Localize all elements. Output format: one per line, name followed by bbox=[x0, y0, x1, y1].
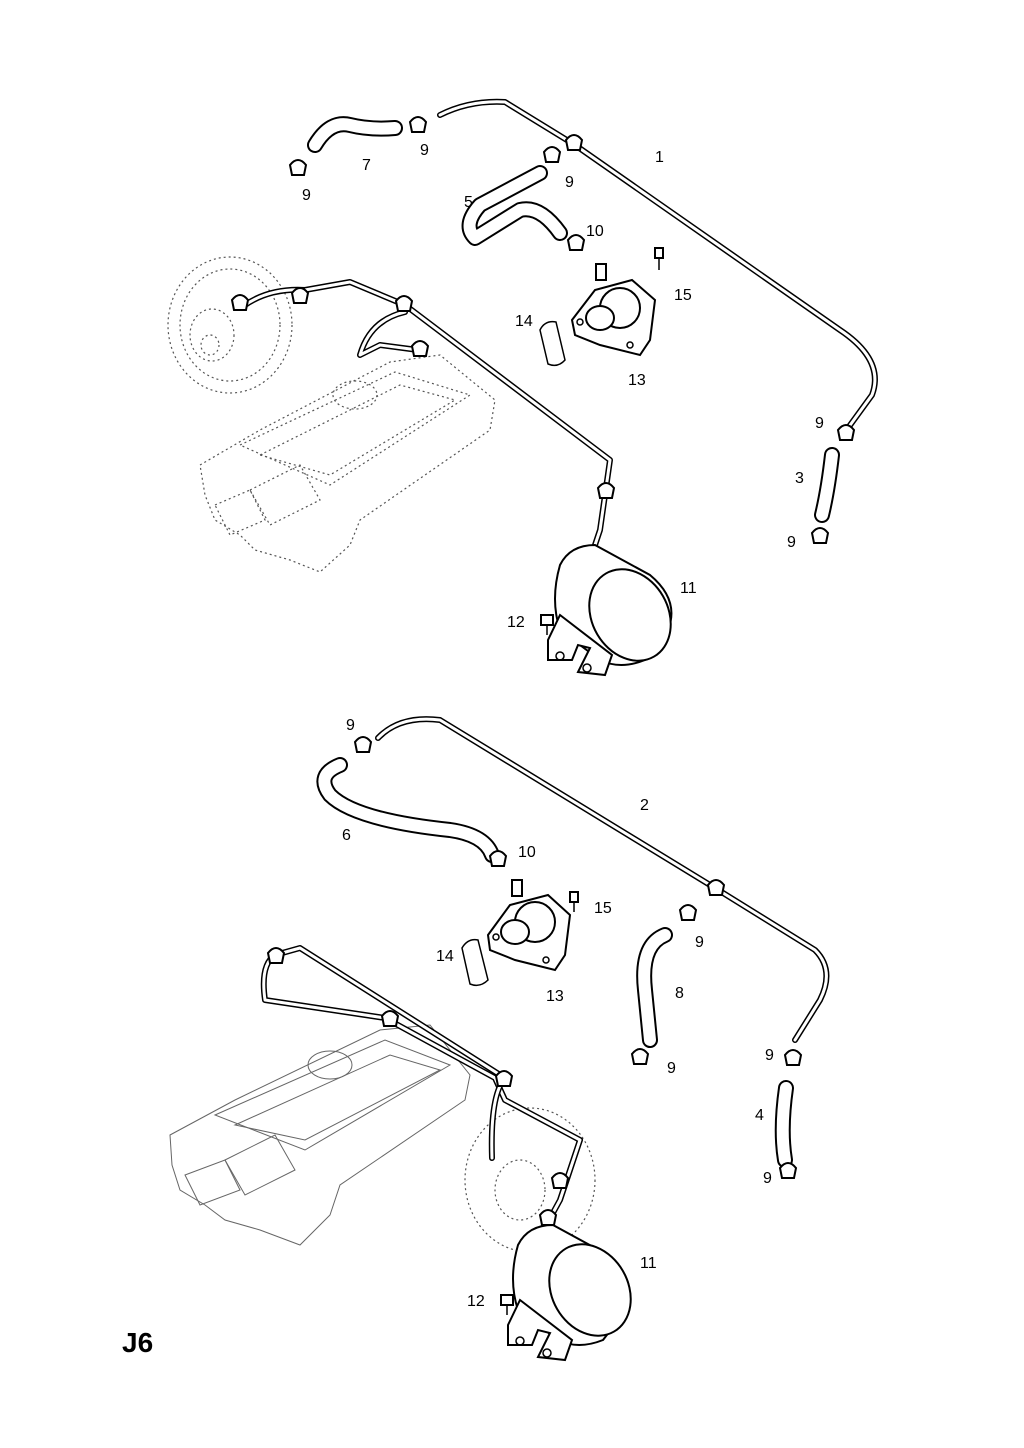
callout-10: 10 bbox=[518, 844, 536, 861]
vacuum-pump-upper bbox=[539, 247, 664, 367]
callout-15: 15 bbox=[594, 900, 612, 917]
callout-9-d: 9 bbox=[815, 415, 824, 432]
callout-5: 5 bbox=[464, 194, 473, 211]
callout-9-d: 9 bbox=[765, 1047, 774, 1064]
callouts-upper: 1 3 5 7 9 9 9 9 9 10 11 12 13 14 15 bbox=[302, 142, 824, 631]
callout-9-b: 9 bbox=[695, 934, 704, 951]
vacuum-pump-lower bbox=[461, 879, 579, 987]
callout-15: 15 bbox=[674, 287, 692, 304]
clips-upper bbox=[230, 116, 856, 544]
brake-servo-lower bbox=[464, 1107, 596, 1253]
engine-block-upper bbox=[199, 354, 496, 573]
callout-9-c: 9 bbox=[667, 1060, 676, 1077]
vacuum-tank-upper bbox=[540, 543, 673, 677]
callout-11: 11 bbox=[680, 580, 697, 597]
callouts-lower: 2 4 6 8 9 9 9 9 9 10 11 12 13 14 15 bbox=[342, 717, 774, 1310]
callout-2: 2 bbox=[640, 797, 649, 814]
callout-6: 6 bbox=[342, 827, 351, 844]
callout-13: 13 bbox=[628, 372, 646, 389]
callout-3: 3 bbox=[795, 470, 804, 487]
callout-12: 12 bbox=[467, 1293, 485, 1310]
callout-8: 8 bbox=[675, 985, 684, 1002]
lower-view: 2 4 6 8 9 9 9 9 9 10 11 12 13 14 15 bbox=[169, 716, 830, 1362]
upper-view: 1 3 5 7 9 9 9 9 9 10 11 12 13 14 15 bbox=[167, 98, 878, 677]
callout-11: 11 bbox=[640, 1255, 657, 1272]
callout-9-e: 9 bbox=[787, 534, 796, 551]
callout-9-a: 9 bbox=[302, 187, 311, 204]
callout-10: 10 bbox=[586, 223, 604, 240]
callout-9-b: 9 bbox=[420, 142, 429, 159]
brake-servo-upper bbox=[167, 256, 293, 394]
callout-7: 7 bbox=[362, 157, 371, 174]
callout-12: 12 bbox=[507, 614, 525, 631]
callout-14: 14 bbox=[515, 313, 533, 330]
callout-1: 1 bbox=[655, 149, 664, 166]
engine-block-lower bbox=[169, 1024, 471, 1246]
clips-lower bbox=[266, 736, 803, 1226]
callout-13: 13 bbox=[546, 988, 564, 1005]
callout-9-c: 9 bbox=[565, 174, 574, 191]
callout-9-a: 9 bbox=[346, 717, 355, 734]
page-code: J6 bbox=[122, 1327, 153, 1358]
vacuum-tank-lower bbox=[500, 1223, 632, 1362]
callout-9-e: 9 bbox=[763, 1170, 772, 1187]
callout-4: 4 bbox=[755, 1107, 764, 1124]
callout-14: 14 bbox=[436, 948, 454, 965]
